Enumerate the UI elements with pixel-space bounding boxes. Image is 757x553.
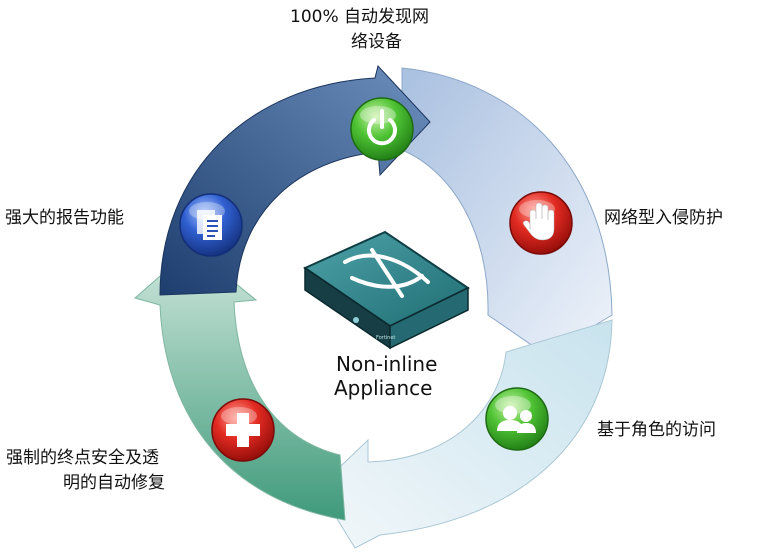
appliance-logo <box>343 248 430 298</box>
svg-text:Fortinet: Fortinet <box>376 335 395 341</box>
label-remediation-line2: 明的自动修复 <box>63 473 165 493</box>
label-access: 基于角色的访问 <box>597 420 716 440</box>
center-label-line2: Appliance <box>334 376 433 400</box>
plus-icon <box>211 398 275 462</box>
arrow-segment-left <box>133 247 346 521</box>
users-icon <box>485 387 549 451</box>
appliance-front-right <box>389 286 469 350</box>
label-reporting: 强大的报告功能 <box>5 208 124 228</box>
appliance-device: Fortinet <box>302 230 470 350</box>
hand-stop-icon <box>509 191 573 255</box>
document-icon <box>179 193 243 257</box>
arrow-segment-top-right <box>401 67 613 356</box>
label-remediation-line1: 强制的终点安全及透 <box>6 448 159 468</box>
arrow-segment-bottom-right <box>317 319 613 549</box>
power-icon <box>350 97 414 161</box>
label-discovery-line1: 100% 自动发现网 <box>290 7 430 27</box>
center-label-line1: Non-inline <box>336 352 438 376</box>
label-discovery-line2: 络设备 <box>351 32 402 52</box>
label-ips: 网络型入侵防护 <box>604 208 723 228</box>
